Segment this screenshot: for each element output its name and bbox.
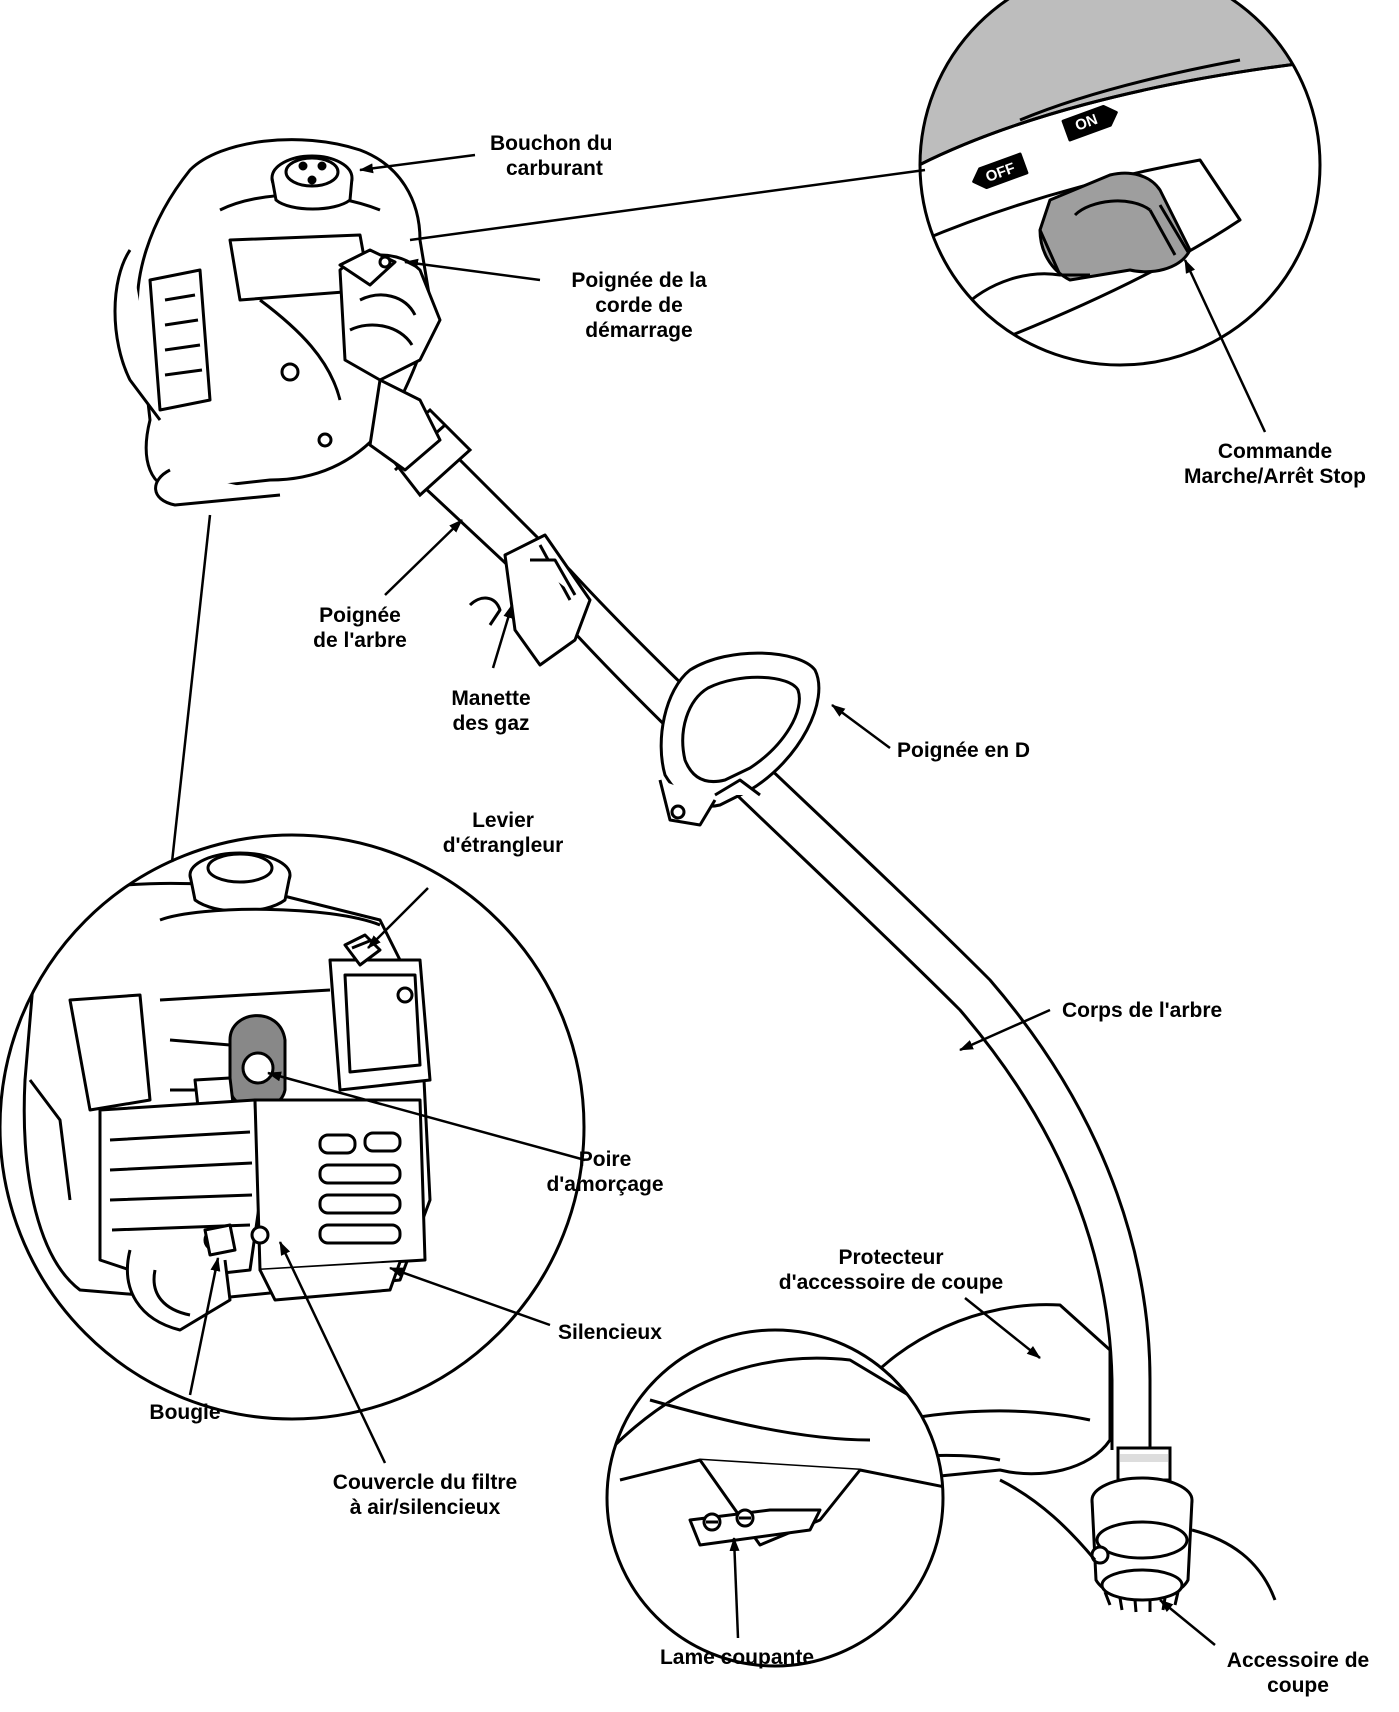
primer-arrow bbox=[267, 1071, 586, 1162]
switch-arrow bbox=[1183, 259, 1267, 433]
label-shaft-handle: Poignée de l'arbre bbox=[313, 604, 407, 652]
label-choke-lever: Levier d'étrangleur bbox=[442, 809, 564, 857]
muffler-arrow bbox=[389, 1266, 551, 1327]
throttle-housing bbox=[468, 533, 592, 667]
label-primer-bulb: Poire d'amorçage bbox=[546, 1148, 664, 1196]
cutting-head-arrow bbox=[1159, 1599, 1216, 1646]
label-throttle: Manette des gaz bbox=[451, 687, 531, 735]
shaft-body-arrow bbox=[959, 1008, 1051, 1052]
throttle-arrow bbox=[491, 604, 514, 669]
label-on-off-switch: Commande Marche/Arrêt Stop bbox=[1183, 440, 1367, 488]
label-d-handle: Poignée en D bbox=[897, 739, 1031, 762]
d-handle bbox=[658, 651, 821, 827]
inset-connectors bbox=[170, 168, 926, 863]
label-muffler: Silencieux bbox=[558, 1321, 662, 1344]
blade-arrow bbox=[729, 1537, 740, 1639]
label-shaft-body: Corps de l'arbre bbox=[1062, 999, 1223, 1022]
starter-rope-arrow bbox=[404, 258, 541, 282]
blade-inset bbox=[605, 1328, 945, 1668]
on-marker-text: ON bbox=[1073, 111, 1100, 135]
label-cutting-head: Accessoire de coupe bbox=[1226, 1649, 1370, 1697]
label-cutting-guard: Protecteur d'accessoire de coupe bbox=[778, 1246, 1004, 1294]
leader-lines bbox=[188, 153, 1267, 1646]
fuel-cap bbox=[270, 154, 354, 211]
label-air-filter-cover: Couvercle du filtre à air/silencieux bbox=[332, 1471, 518, 1519]
cutting-head bbox=[999, 1446, 1277, 1613]
fuel-cap-arrow bbox=[359, 153, 476, 174]
spark-plug-arrow bbox=[188, 1257, 221, 1396]
d-handle-arrow bbox=[831, 703, 891, 750]
label-spark-plug: Bougie bbox=[149, 1401, 221, 1424]
engine-detail-inset bbox=[0, 833, 586, 1421]
guard-arrow bbox=[964, 1297, 1041, 1359]
choke-arrow bbox=[367, 887, 429, 949]
switch-inset: ON OFF bbox=[918, 0, 1322, 367]
label-cutting-blade: Lame coupante bbox=[659, 1646, 815, 1669]
engine bbox=[113, 138, 442, 507]
label-starter-rope-handle: Poignée de la corde de démarrage bbox=[571, 269, 707, 342]
filter-cover-arrow bbox=[278, 1241, 387, 1464]
label-fuel-cap: Bouchon du carburant bbox=[490, 132, 613, 180]
shaft-handle-arrow bbox=[384, 519, 463, 596]
